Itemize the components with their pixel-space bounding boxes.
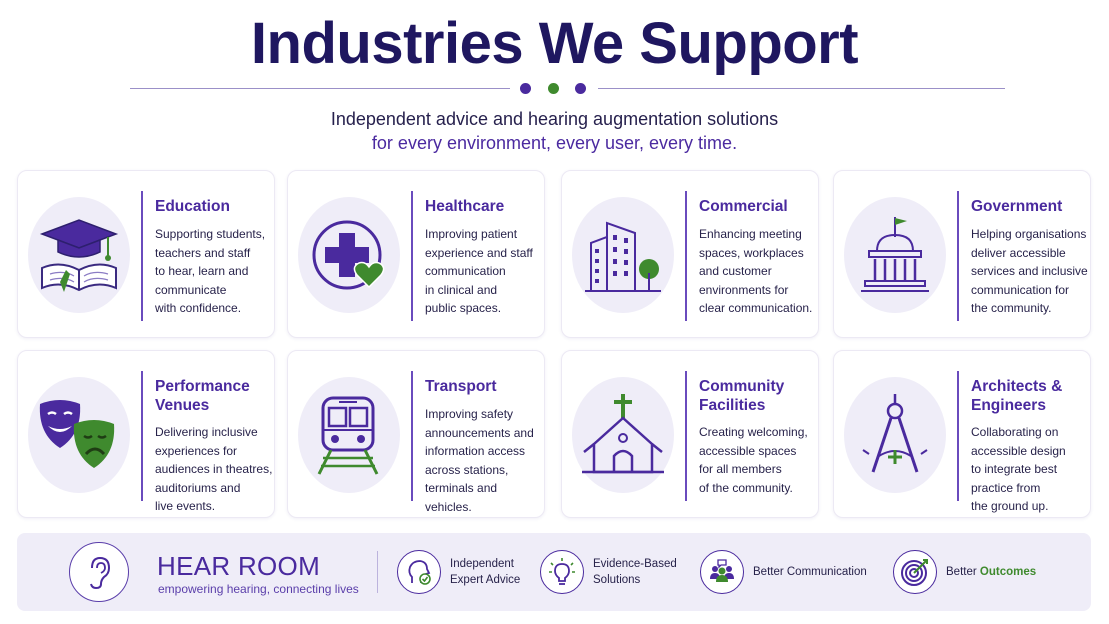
industry-name: Government: [971, 198, 1063, 215]
industry-name: Transport: [425, 378, 497, 395]
subtitle-line-1: Independent advice and hearing augmentat…: [330, 109, 779, 129]
target-icon: [893, 550, 937, 594]
industry-card-healthcare: Healthcare Improving patient experience …: [287, 170, 545, 338]
industry-name: Commercial: [699, 198, 788, 215]
industry-description: Helping organisations deliver accessible…: [971, 227, 1088, 315]
feature-label: Independent Expert Advice: [450, 558, 521, 586]
industry-card-community-facilities: Community Facilities Creating welcoming,…: [561, 350, 819, 518]
ear-icon: [69, 542, 129, 602]
feature-evidence-based: Evidence-Based Solutions: [540, 550, 677, 594]
expert-advice-icon: [397, 550, 441, 594]
industry-description: Improving safety announcements and infor…: [425, 407, 534, 514]
industry-card-commercial: Commercial Enhancing meeting spaces, wor…: [561, 170, 819, 338]
industry-description: Creating welcoming, accessible spaces fo…: [699, 425, 808, 495]
industry-description: Supporting students, teachers and staff …: [155, 227, 266, 315]
government-building-icon: [844, 197, 946, 313]
industry-name: Performance Venues: [155, 378, 250, 414]
industry-name: Education: [155, 198, 230, 215]
feature-label: Evidence-Based Solutions: [593, 558, 677, 586]
industry-card-architects-engineers: Architects & Engineers Collaborating on …: [833, 350, 1091, 518]
train-icon: [298, 377, 400, 493]
industry-description: Improving patient experience and staff c…: [425, 227, 533, 315]
brand-footer: HEAR ROOM empowering hearing, connecting…: [17, 533, 1091, 611]
graduation-cap-book-icon: [28, 197, 130, 313]
feature-label: Better Outcomes: [946, 566, 1037, 578]
industry-description: Enhancing meeting spaces, workplaces and…: [699, 227, 813, 315]
title-divider-right: [598, 88, 1005, 89]
industry-description: Delivering inclusive experiences for aud…: [155, 425, 273, 513]
office-building-icon: [572, 197, 674, 313]
brand-tagline: empowering hearing, connecting lives: [158, 582, 359, 596]
page-title: Industries We Support: [250, 11, 859, 76]
footer-divider: [377, 551, 378, 593]
people-group-icon: [700, 550, 744, 594]
subtitle-line-2: for every environment, every user, every…: [371, 133, 738, 153]
brand-name: HEAR ROOM: [157, 551, 321, 581]
medical-cross-heart-icon: [298, 197, 400, 313]
feature-expert-advice: Independent Expert Advice: [397, 550, 520, 594]
industry-card-transport: Transport Improving safety announcements…: [287, 350, 545, 518]
church-icon: [572, 377, 674, 493]
drafting-compass-icon: [844, 377, 946, 493]
feature-label: Better Communication: [753, 566, 867, 578]
industry-card-performance-venues: Performance Venues Delivering inclusive …: [17, 350, 275, 518]
theatre-masks-icon: [28, 377, 130, 493]
page-subtitle: Independent advice and hearing augmentat…: [0, 107, 1109, 155]
feature-better-communication: Better Communication: [700, 550, 867, 594]
lightbulb-icon: [540, 550, 584, 594]
feature-better-outcomes: Better Outcomes: [893, 550, 1036, 594]
industry-name: Architects & Engineers: [971, 378, 1063, 414]
industry-description: Collaborating on accessible design to in…: [971, 425, 1066, 513]
title-divider-left: [130, 88, 510, 89]
industry-card-government: Government Helping organisations deliver…: [833, 170, 1091, 338]
industry-card-education: Education Supporting students, teachers …: [17, 170, 275, 338]
industry-name: Community Facilities: [699, 378, 785, 414]
title-dots: [520, 83, 586, 94]
industry-name: Healthcare: [425, 198, 505, 215]
